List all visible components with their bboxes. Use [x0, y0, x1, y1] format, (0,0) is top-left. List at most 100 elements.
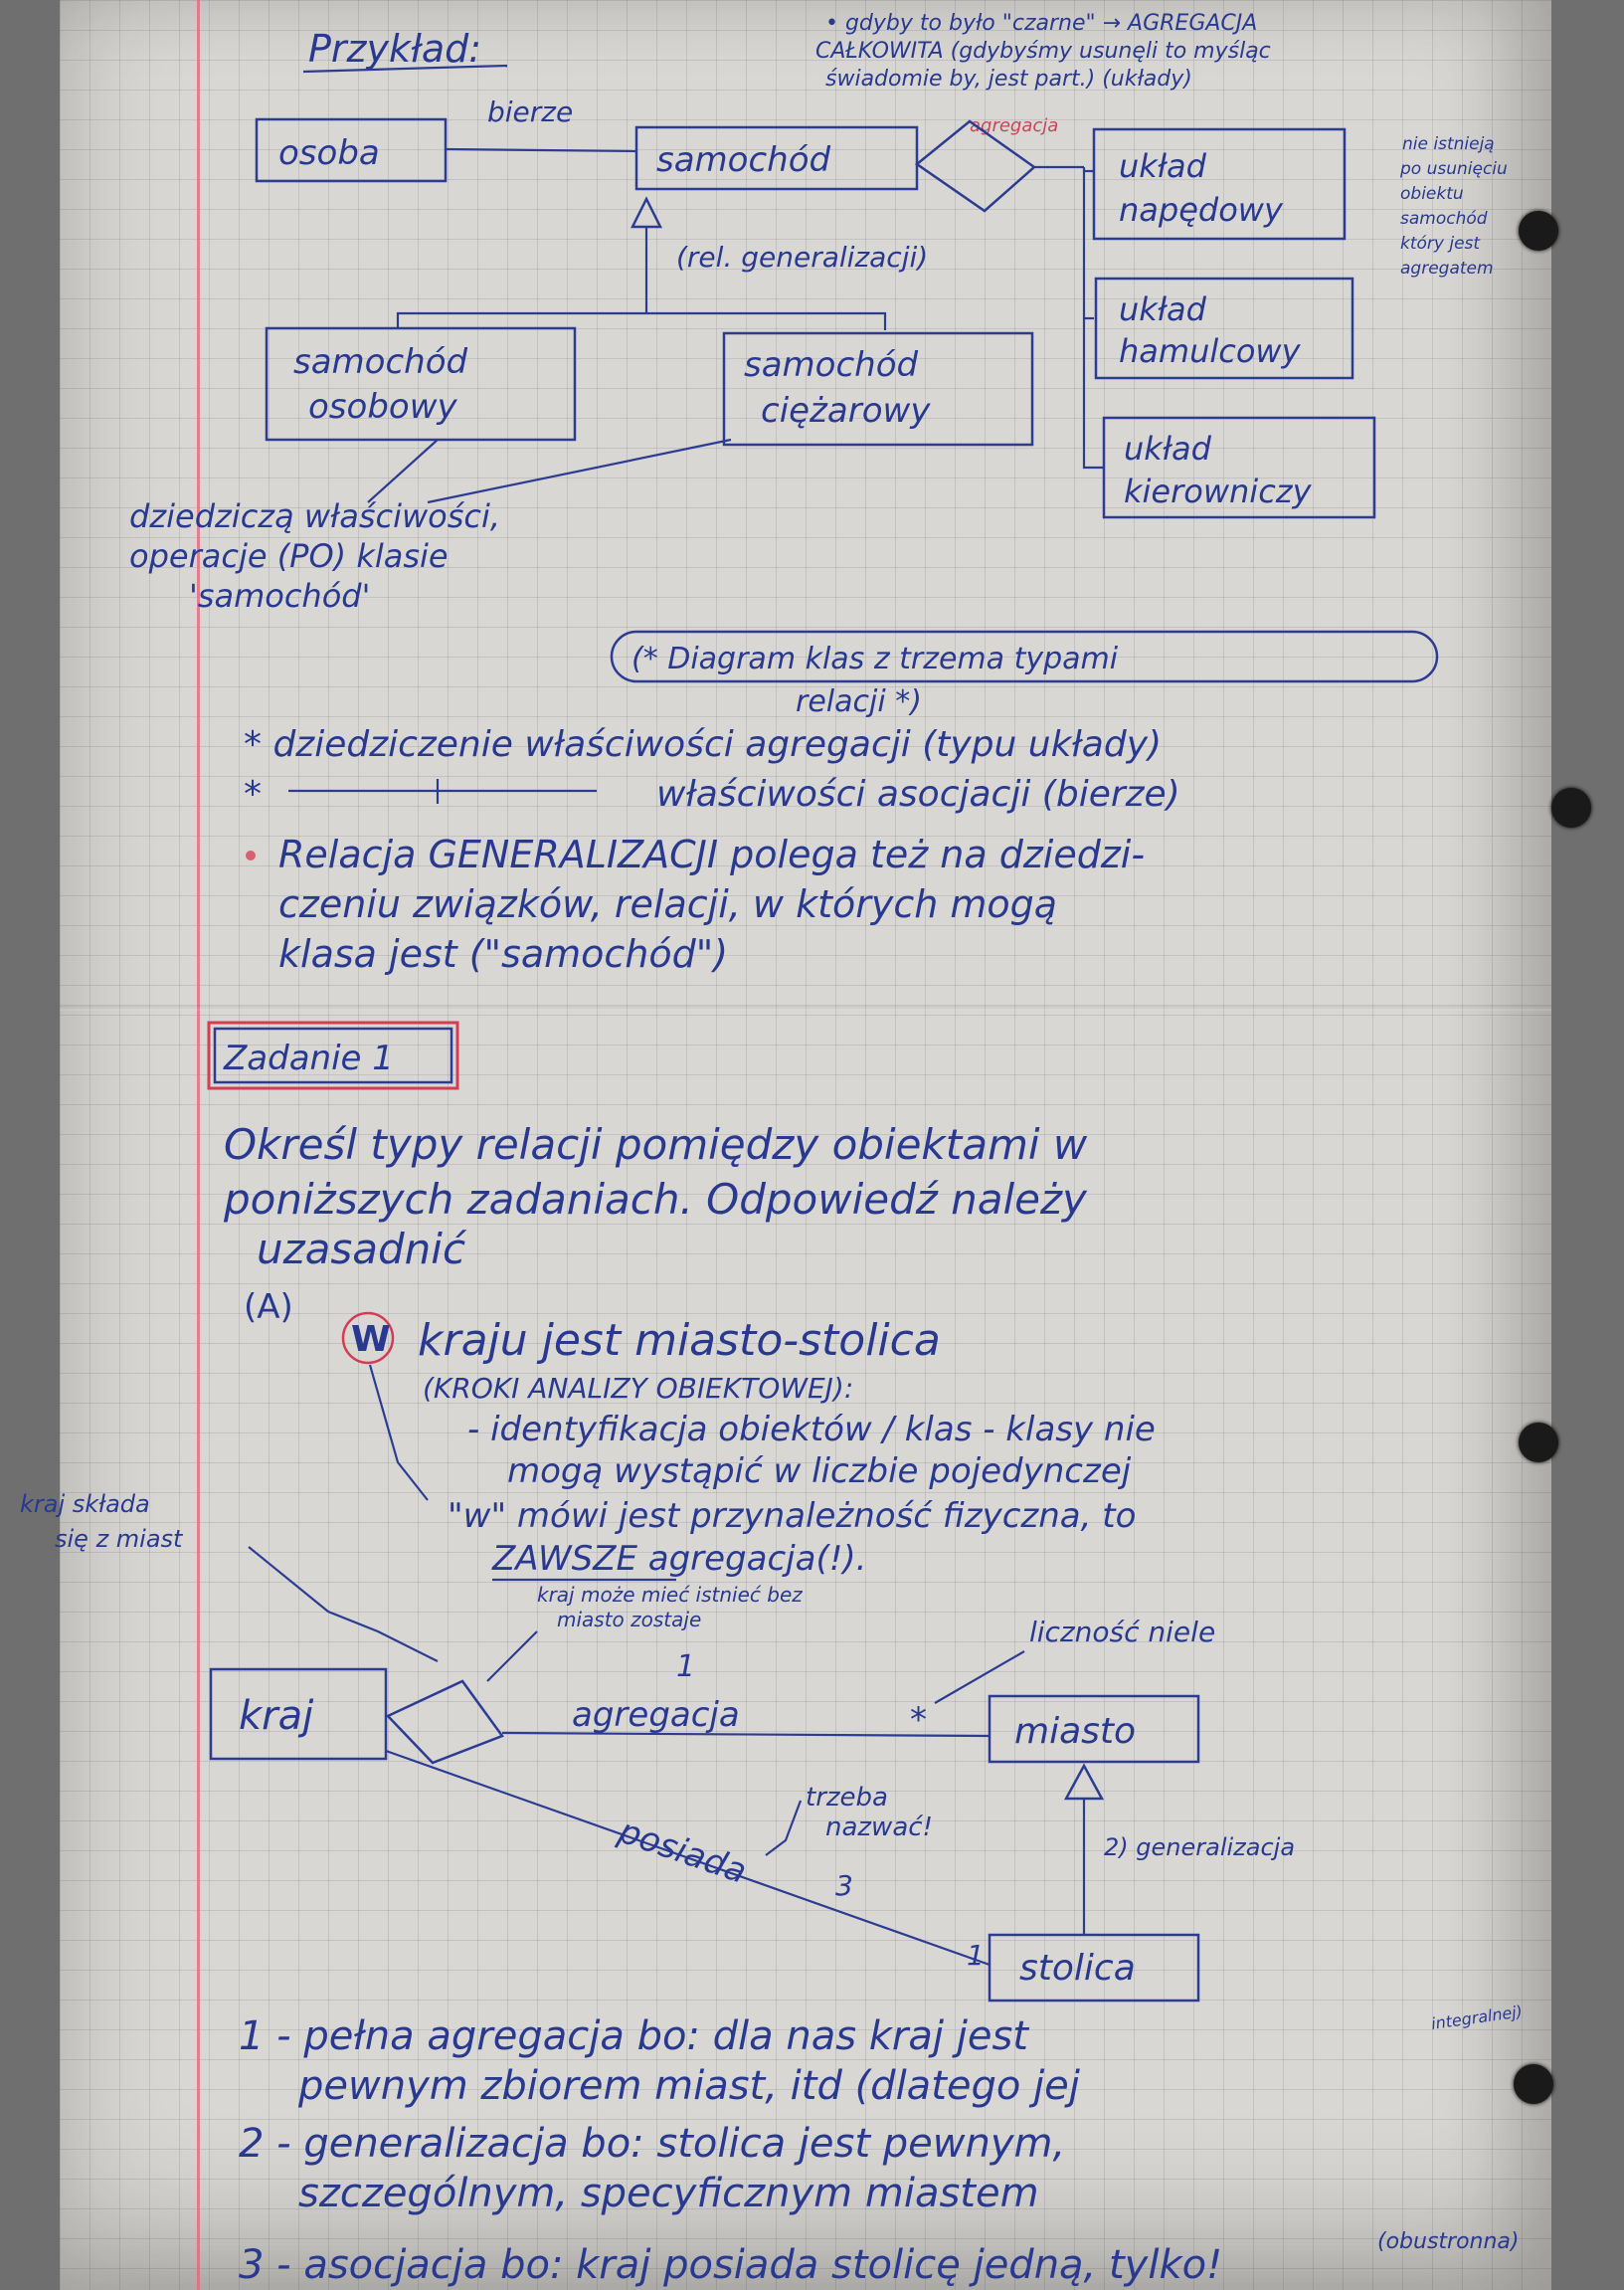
top-note-2: CAŁKOWITA (gdybyśmy usunęli to myśląc [815, 39, 1271, 64]
svg-text:nie istnieją: nie istnieją [1402, 134, 1495, 154]
steps-title: (KROKI ANALIZY OBIEKTOWEJ): [423, 1372, 853, 1405]
task-label-frame [207, 1021, 459, 1090]
step-3: "w" mówi jest przynależność fizyczna, to [448, 1496, 1136, 1536]
svg-text:miasto: miasto [1014, 1711, 1136, 1752]
left-note-2: się z miast [55, 1525, 184, 1553]
boxed-note-frame [610, 630, 1439, 683]
w-circle [341, 1311, 395, 1365]
svg-text:który jest: który jest [1400, 234, 1481, 254]
svg-text:ciężarowy: ciężarowy [761, 391, 931, 431]
class-stolica [988, 1933, 1200, 2003]
assoc-label: posiada [613, 1811, 752, 1891]
margin-line [197, 0, 200, 2290]
svg-text:hamulcowy: hamulcowy [1119, 332, 1302, 370]
boxed-note-1: (* Diagram klas z trzema typami [632, 642, 1119, 676]
class-miasto [988, 1694, 1200, 1764]
gen-label: 2) generalizacja [1104, 1833, 1295, 1861]
task-section: Zadanie 1 Określ typy relacji pomiędzy o… [207, 1021, 1156, 1582]
class-samochod [634, 125, 919, 191]
class-kraj [209, 1667, 388, 1761]
task-desc-1: Określ typy relacji pomiędzy obiektami w [224, 1120, 1088, 1169]
title-underline [302, 64, 508, 74]
header: Przykład: • gdyby to było "czarne" → AGR… [302, 11, 1508, 279]
answer-1-line-2: pewnym zbiorem miast, itd (dlatego jej [297, 2063, 1081, 2109]
answer-2-line-2: szczególnym, specyficznym miastem [298, 2171, 1039, 2216]
part-a-label: (A) [244, 1287, 293, 1327]
aggr-label: agregacja [572, 1695, 740, 1735]
svg-text:samochód: samochód [744, 345, 919, 385]
punch-hole [1519, 211, 1558, 251]
svg-text:układ: układ [1119, 290, 1207, 328]
answer-2-line-1: 2 - generalizacja bo: stolica jest pewny… [239, 2121, 1065, 2167]
svg-text:osoba: osoba [278, 133, 380, 173]
generalization-label: (rel. generalizacji) [676, 241, 928, 274]
association-label: bierze [487, 95, 573, 128]
svg-text:obiektu: obiektu [1400, 184, 1464, 204]
bullet-1: * dziedziczenie właściwości agregacji (t… [244, 724, 1162, 765]
generalization-arrow [630, 196, 663, 229]
answers-section: 1 - pełna agregacja bo: dla nas kraj jes… [239, 2002, 1524, 2288]
svg-text:samochód: samochód [656, 140, 831, 180]
svg-text:stolica: stolica [1019, 1948, 1136, 1989]
boxed-note-2: relacji *) [796, 684, 922, 719]
class-diagram-1: osoba bierze samochód układ napędowy ukł… [129, 95, 1376, 615]
assoc-multiplicity-1: 1 [967, 1939, 985, 1972]
bullet-2: właściwości asocjacji (bierze) [656, 774, 1180, 815]
notes-section: (* Diagram klas z trzema typami relacji … [244, 630, 1439, 976]
side-note: nie istnieją po usunięciu obiektu samoch… [1399, 134, 1508, 279]
generalization-arrow-2 [1063, 1763, 1105, 1801]
svg-text:osobowy: osobowy [308, 387, 458, 427]
svg-text:samochód: samochód [1400, 209, 1488, 229]
task-label: Zadanie 1 [223, 1039, 394, 1078]
bullet-3-line-2: czeniu związków, relacji, w których mogą [278, 882, 1057, 926]
task-desc-2: poniższych zadaniach. Odpowiedź należy [223, 1175, 1088, 1224]
svg-text:agregatem: agregatem [1400, 259, 1494, 279]
punch-hole [1519, 1423, 1558, 1462]
svg-text:operacje (PO) klasie: operacje (PO) klasie [129, 537, 449, 575]
w-arrow [368, 1364, 429, 1501]
answer-1-line-1: 1 - pełna agregacja bo: dla nas kraj jes… [239, 2013, 1029, 2059]
left-note-1: kraj składa [20, 1490, 150, 1518]
svg-text:napędowy: napędowy [1119, 191, 1284, 229]
svg-text:kierowniczy: kierowniczy [1124, 473, 1313, 510]
punch-hole [1551, 788, 1591, 828]
aggregation-branch [1082, 167, 1104, 470]
aggr-multiplicity: * [910, 1700, 927, 1740]
class-diagram-2: kraj składa się z miast kraj może mieć i… [20, 1490, 1295, 2003]
top-note-1: • gdyby to było "czarne" → AGREGACJA [825, 11, 1257, 36]
svg-text:po usunięciu: po usunięciu [1399, 159, 1508, 179]
right-note: liczność niele [1029, 1616, 1215, 1648]
step-2: mogą wystąpić w liczbie pojedynczej [507, 1451, 1132, 1491]
bullet-2-marker: * [244, 774, 262, 815]
pink-bullet [246, 851, 256, 860]
class-uklad-kierowniczy [1102, 416, 1376, 519]
w-letter: W [351, 1319, 391, 1360]
bullet-3-line-3: klasa jest ("samochód") [278, 932, 728, 976]
step-1: - identyfikacja obiektów / klas - klasy … [467, 1410, 1156, 1449]
punch-hole [1514, 2064, 1553, 2104]
task-desc-3: uzasadnić [257, 1225, 467, 1273]
bullet-3-line-1: Relacja GENERALIZACJI polega też na dzie… [278, 833, 1145, 876]
top-note-a: kraj może mieć istnieć bez [537, 1583, 803, 1607]
svg-text:kraj: kraj [239, 1693, 314, 1739]
generalization-branch [396, 311, 887, 330]
svg-text:dziedziczą właściwości,: dziedziczą właściwości, [129, 497, 500, 535]
page-title: Przykład: [308, 27, 481, 71]
red-note: agregacja [970, 115, 1058, 136]
trzeba-note-2: nazwać! [825, 1813, 933, 1842]
class-uklad-hamulcowy [1094, 277, 1354, 380]
step-4: ZAWSZE agregacja(!). [491, 1539, 866, 1579]
aggregation-line-2 [501, 1731, 991, 1738]
trzeba-note-1: trzeba [806, 1783, 888, 1813]
svg-text:układ: układ [1119, 147, 1207, 185]
svg-text:samochód: samochód [293, 342, 468, 382]
aggr-number: 1 [676, 1649, 695, 1684]
class-samochod-osobowy [265, 326, 577, 442]
page-fold [60, 1005, 1551, 1011]
class-uklad-napedowy [1092, 127, 1347, 241]
top-note-b: miasto zostaje [557, 1608, 701, 1631]
assoc-multiplicity-3: 3 [835, 1869, 853, 1902]
svg-text:układ: układ [1124, 430, 1212, 468]
answer-1-side: integralnej) [1430, 2002, 1524, 2033]
